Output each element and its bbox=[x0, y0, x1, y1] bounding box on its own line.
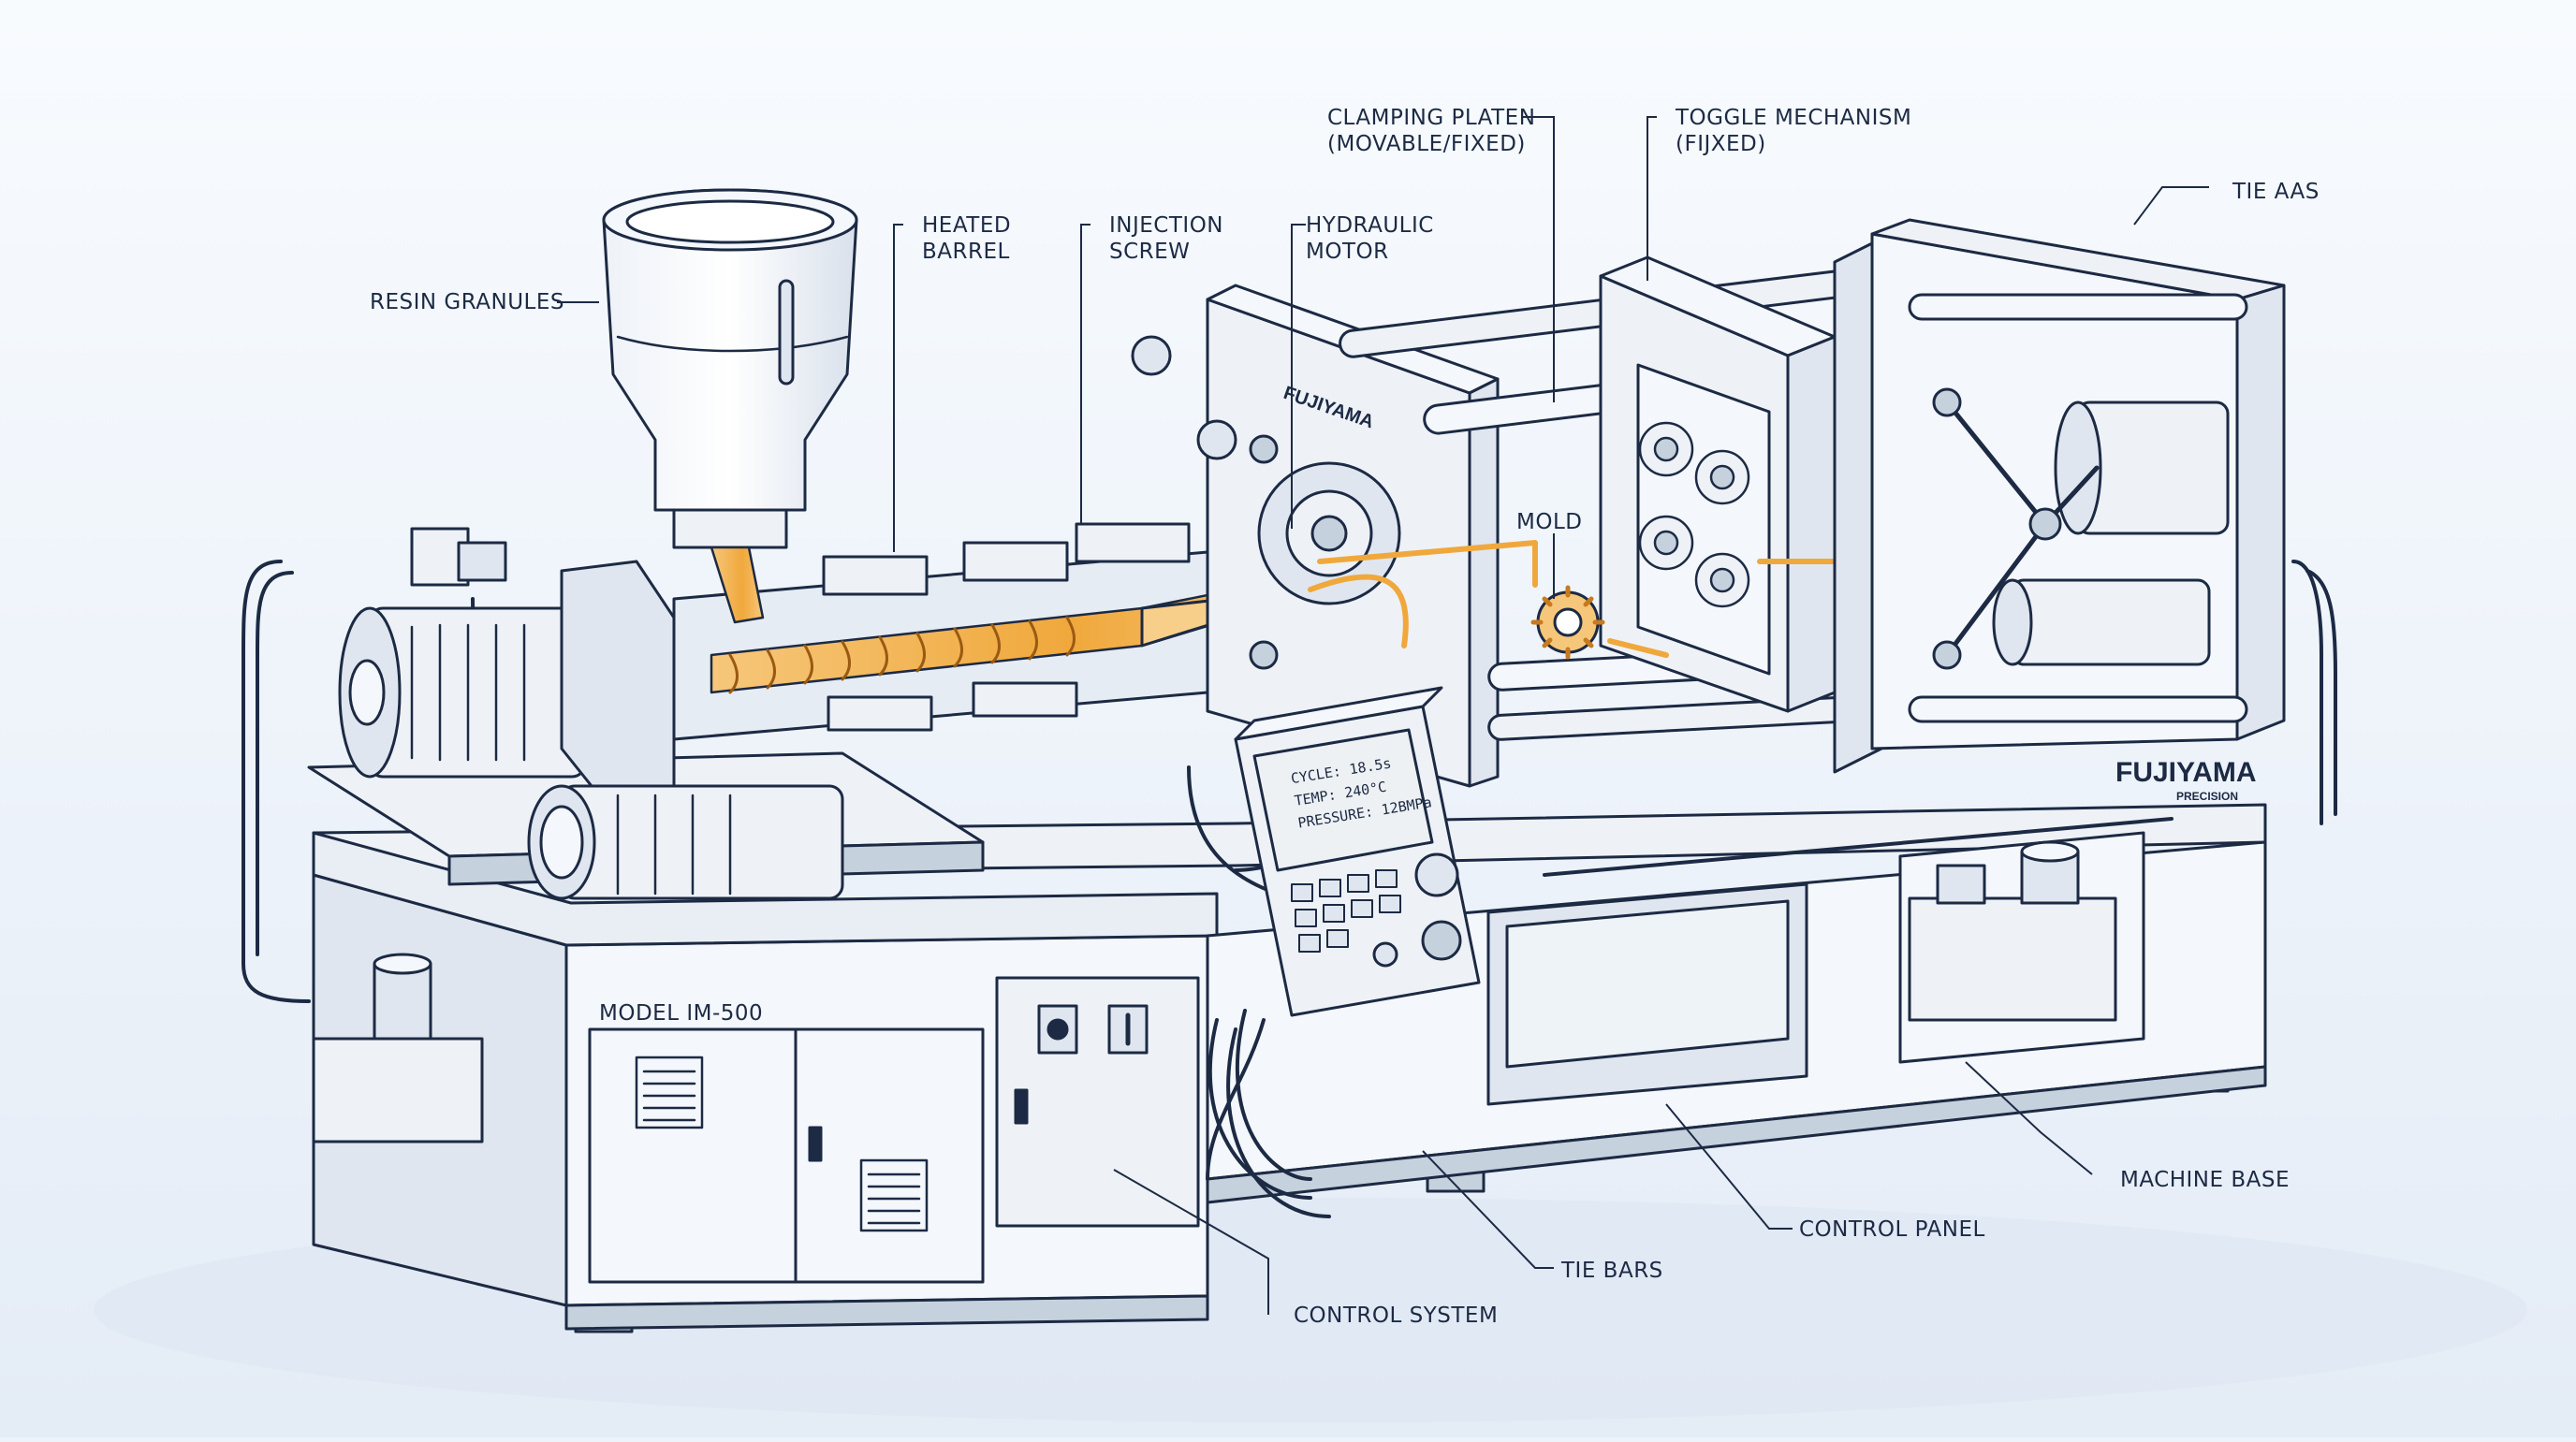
label-heated-barrel-line2: BARREL bbox=[922, 240, 1010, 264]
model-label: MODEL IM-500 bbox=[599, 1001, 763, 1026]
label-hydraulic-motor-line2: MOTOR bbox=[1306, 240, 1389, 264]
dpad-icon[interactable] bbox=[1414, 852, 1459, 897]
brand-logo: FUJIYAMA bbox=[2115, 757, 2257, 788]
label-machine-base: MACHINE BASE bbox=[2120, 1168, 2290, 1192]
melt-flow-arrows bbox=[1308, 540, 1837, 658]
label-clamping-platen-line2: (MOVABLE/FIXED) bbox=[1327, 132, 1526, 156]
label-mold: MOLD bbox=[1516, 510, 1582, 534]
hopper bbox=[602, 188, 858, 624]
label-heated-barrel-line1: HEATED bbox=[922, 213, 1011, 238]
control-panel[interactable] bbox=[1234, 686, 1481, 1017]
label-hydraulic-motor-line1: HYDRAULIC bbox=[1306, 213, 1434, 238]
mold-cavities bbox=[1638, 421, 1750, 608]
label-toggle-mechanism-line2: (FIJXED) bbox=[1676, 132, 1766, 156]
label-tie-aas: TIE AAS bbox=[2232, 180, 2320, 204]
mold-gear-part bbox=[1530, 585, 1605, 660]
label-injection-screw-line2: SCREW bbox=[1109, 240, 1190, 264]
clamp-unit bbox=[1833, 218, 2286, 774]
brand-subtitle: PRECISION bbox=[2176, 790, 2238, 803]
label-control-system: CONTROL SYSTEM bbox=[1294, 1304, 1498, 1328]
label-toggle-mechanism-line1: TOGGLE MECHANISM bbox=[1675, 106, 1911, 130]
hydraulic-tank bbox=[1908, 840, 2117, 1022]
label-control-panel: CONTROL PANEL bbox=[1799, 1217, 1985, 1242]
control-panel-screen bbox=[1252, 728, 1434, 872]
callout-leaders bbox=[557, 116, 2209, 1315]
label-clamping-platen-line1: CLAMPING PLATEN bbox=[1327, 106, 1535, 130]
label-injection-screw-line1: INJECTION bbox=[1109, 213, 1223, 238]
control-knob-icon[interactable] bbox=[1421, 920, 1462, 961]
callouts: RESIN GRANULES HEATED BARREL INJECTION S… bbox=[370, 106, 2320, 1328]
label-resin-granules: RESIN GRANULES bbox=[370, 290, 564, 314]
label-tie-bars: TIE BARS bbox=[1560, 1259, 1663, 1283]
injection-unit bbox=[307, 522, 1312, 900]
